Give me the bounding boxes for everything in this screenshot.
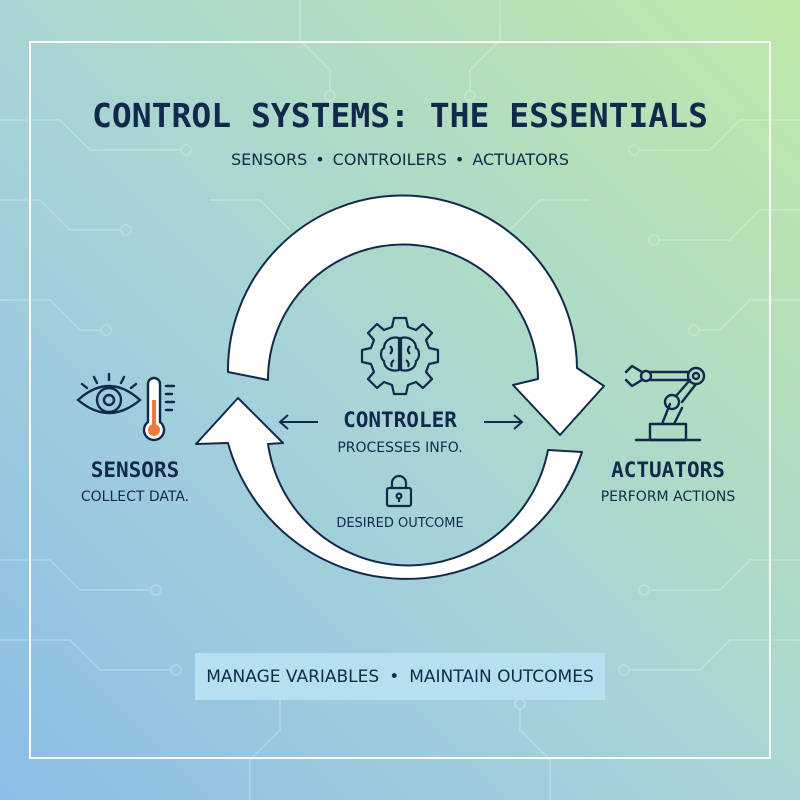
controller-heading: CONTROLER bbox=[343, 408, 457, 432]
eye-icon bbox=[76, 372, 142, 415]
banner-maintain: MAINTAIN OUTCOMES bbox=[409, 666, 594, 687]
robot-arm-icon bbox=[624, 364, 706, 442]
white-frame bbox=[29, 41, 771, 759]
actuators-heading: ACTUATORS bbox=[611, 458, 725, 482]
controller-caption: PROCESSES INFO. bbox=[337, 440, 463, 456]
bottom-banner: MANAGE VARIABLES • MAINTAIN OUTCOMES bbox=[195, 653, 605, 700]
page-title: CONTROL SYSTEMS: THE ESSENTIALS bbox=[92, 96, 708, 135]
separator-dot: • bbox=[315, 150, 325, 169]
actuators-caption: PERFORM ACTIONS bbox=[600, 489, 736, 505]
subtitle-sensors: SENSORS bbox=[230, 150, 308, 169]
controller-outcome: DESIRED OUTCOME bbox=[336, 516, 464, 531]
subtitle-actuators: ACTUATORS bbox=[472, 150, 570, 169]
cycle-arrow-top bbox=[226, 194, 605, 436]
arrow-left-icon bbox=[278, 414, 318, 430]
separator-dot: • bbox=[454, 150, 465, 169]
lock-icon bbox=[385, 474, 413, 508]
banner-manage: MANAGE VARIABLES bbox=[206, 666, 380, 687]
cycle-arrow-bottom bbox=[195, 397, 583, 580]
subtitle-controllers: CONTROILERS bbox=[332, 150, 447, 169]
sensors-caption: COLLECT DATA. bbox=[80, 489, 190, 505]
sensors-heading: SENSORS bbox=[90, 458, 180, 482]
thermometer-icon bbox=[142, 376, 176, 442]
gear-brain-icon bbox=[360, 316, 440, 396]
subtitle: SENSORS • CONTROILERS • ACTUATORS bbox=[0, 150, 800, 169]
separator-dot: • bbox=[389, 666, 400, 687]
arrow-right-icon bbox=[484, 414, 524, 430]
